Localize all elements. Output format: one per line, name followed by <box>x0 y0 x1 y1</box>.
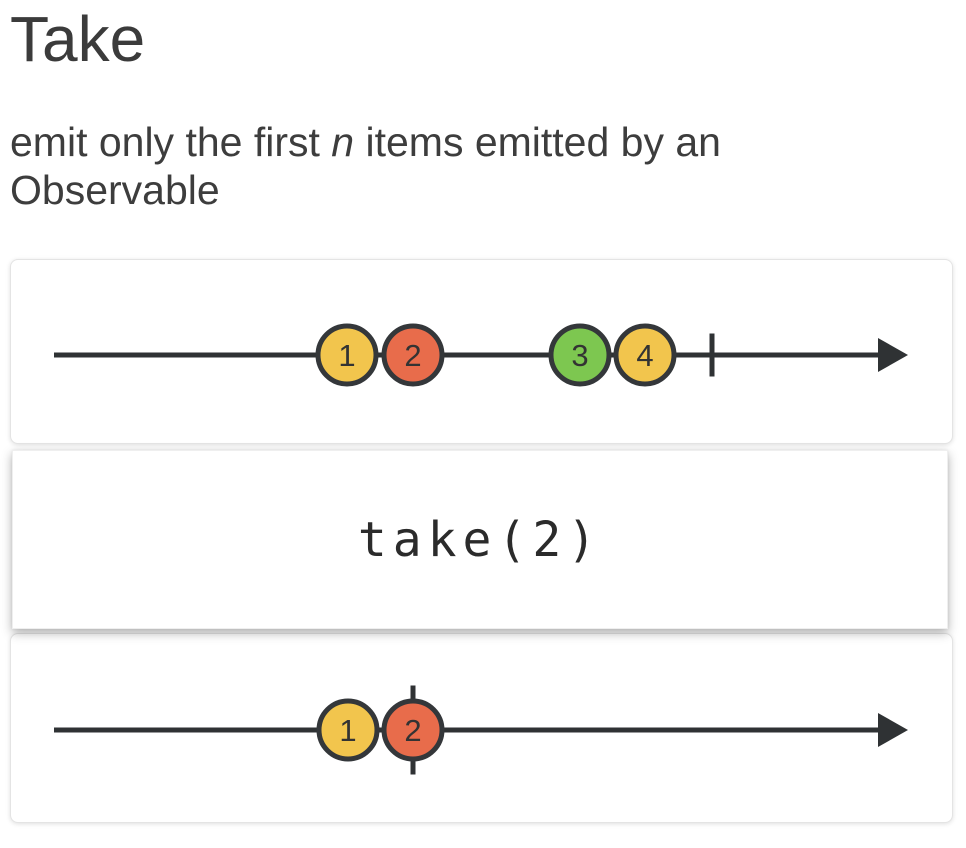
marble-value: 4 <box>636 338 653 373</box>
marble-2 <box>381 323 445 387</box>
marble-value: 1 <box>338 338 355 373</box>
source-observable-box: 1 2 3 4 <box>10 259 953 444</box>
source-timeline: 1 2 3 4 <box>54 323 908 387</box>
marble-3 <box>548 323 612 387</box>
marble-value: 1 <box>339 713 356 748</box>
marble-1 <box>315 323 379 387</box>
marble-value: 2 <box>404 338 421 373</box>
operator-description: emit only the first n items emitted by a… <box>0 118 820 214</box>
description-variable-n: n <box>331 119 355 165</box>
marble-value: 3 <box>571 338 588 373</box>
source-arrowhead-icon <box>878 338 908 372</box>
operator-box: take(2) <box>12 450 948 629</box>
marble-value: 2 <box>404 713 421 748</box>
marble-2 <box>381 698 445 762</box>
description-suffix: items emitted by an Observable <box>10 119 721 213</box>
marble-4 <box>613 323 677 387</box>
operator-label: take(2) <box>357 511 603 568</box>
marble-1 <box>316 698 380 762</box>
marbles-layer: 1 2 3 4 <box>315 323 715 387</box>
result-arrowhead-icon <box>878 713 908 747</box>
description-prefix: emit only the first <box>10 119 332 165</box>
page-title: Take <box>10 3 146 75</box>
